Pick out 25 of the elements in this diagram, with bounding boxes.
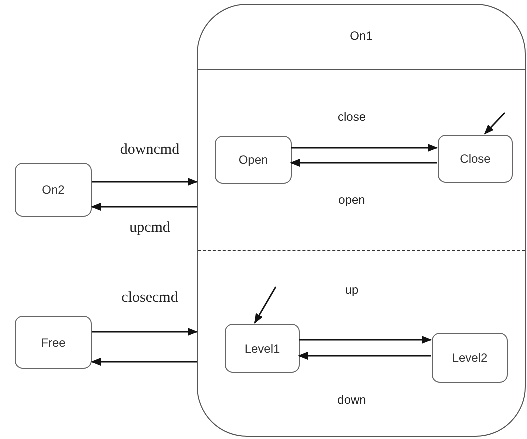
initial-arrow xyxy=(484,112,506,135)
edge-label: downcmd xyxy=(120,140,180,160)
transition-arrow xyxy=(298,352,431,360)
state-box: On2 xyxy=(15,163,92,217)
state-box: Free xyxy=(15,316,92,369)
state-box: Level1 xyxy=(225,324,300,373)
state-box: Level2 xyxy=(432,333,508,383)
initial-arrow xyxy=(254,286,277,324)
transition-arrow xyxy=(91,358,197,366)
transition-arrow xyxy=(92,178,198,186)
transition-arrow xyxy=(91,203,197,211)
edge-label: down xyxy=(338,392,366,409)
edge-label: open xyxy=(338,192,366,209)
transition-arrow xyxy=(92,328,198,336)
edge-label: closecmd xyxy=(122,288,178,308)
state-box: Close xyxy=(438,135,513,183)
edge-label: up xyxy=(345,282,359,299)
transition-arrow xyxy=(290,159,437,167)
state-box: Open xyxy=(215,136,292,184)
composite-state xyxy=(197,4,526,437)
edge-label: upcmd xyxy=(130,218,170,238)
transition-arrow xyxy=(291,144,438,152)
transition-arrow xyxy=(299,336,432,344)
state-name: On1 xyxy=(349,28,374,45)
edge-label: close xyxy=(338,109,366,126)
